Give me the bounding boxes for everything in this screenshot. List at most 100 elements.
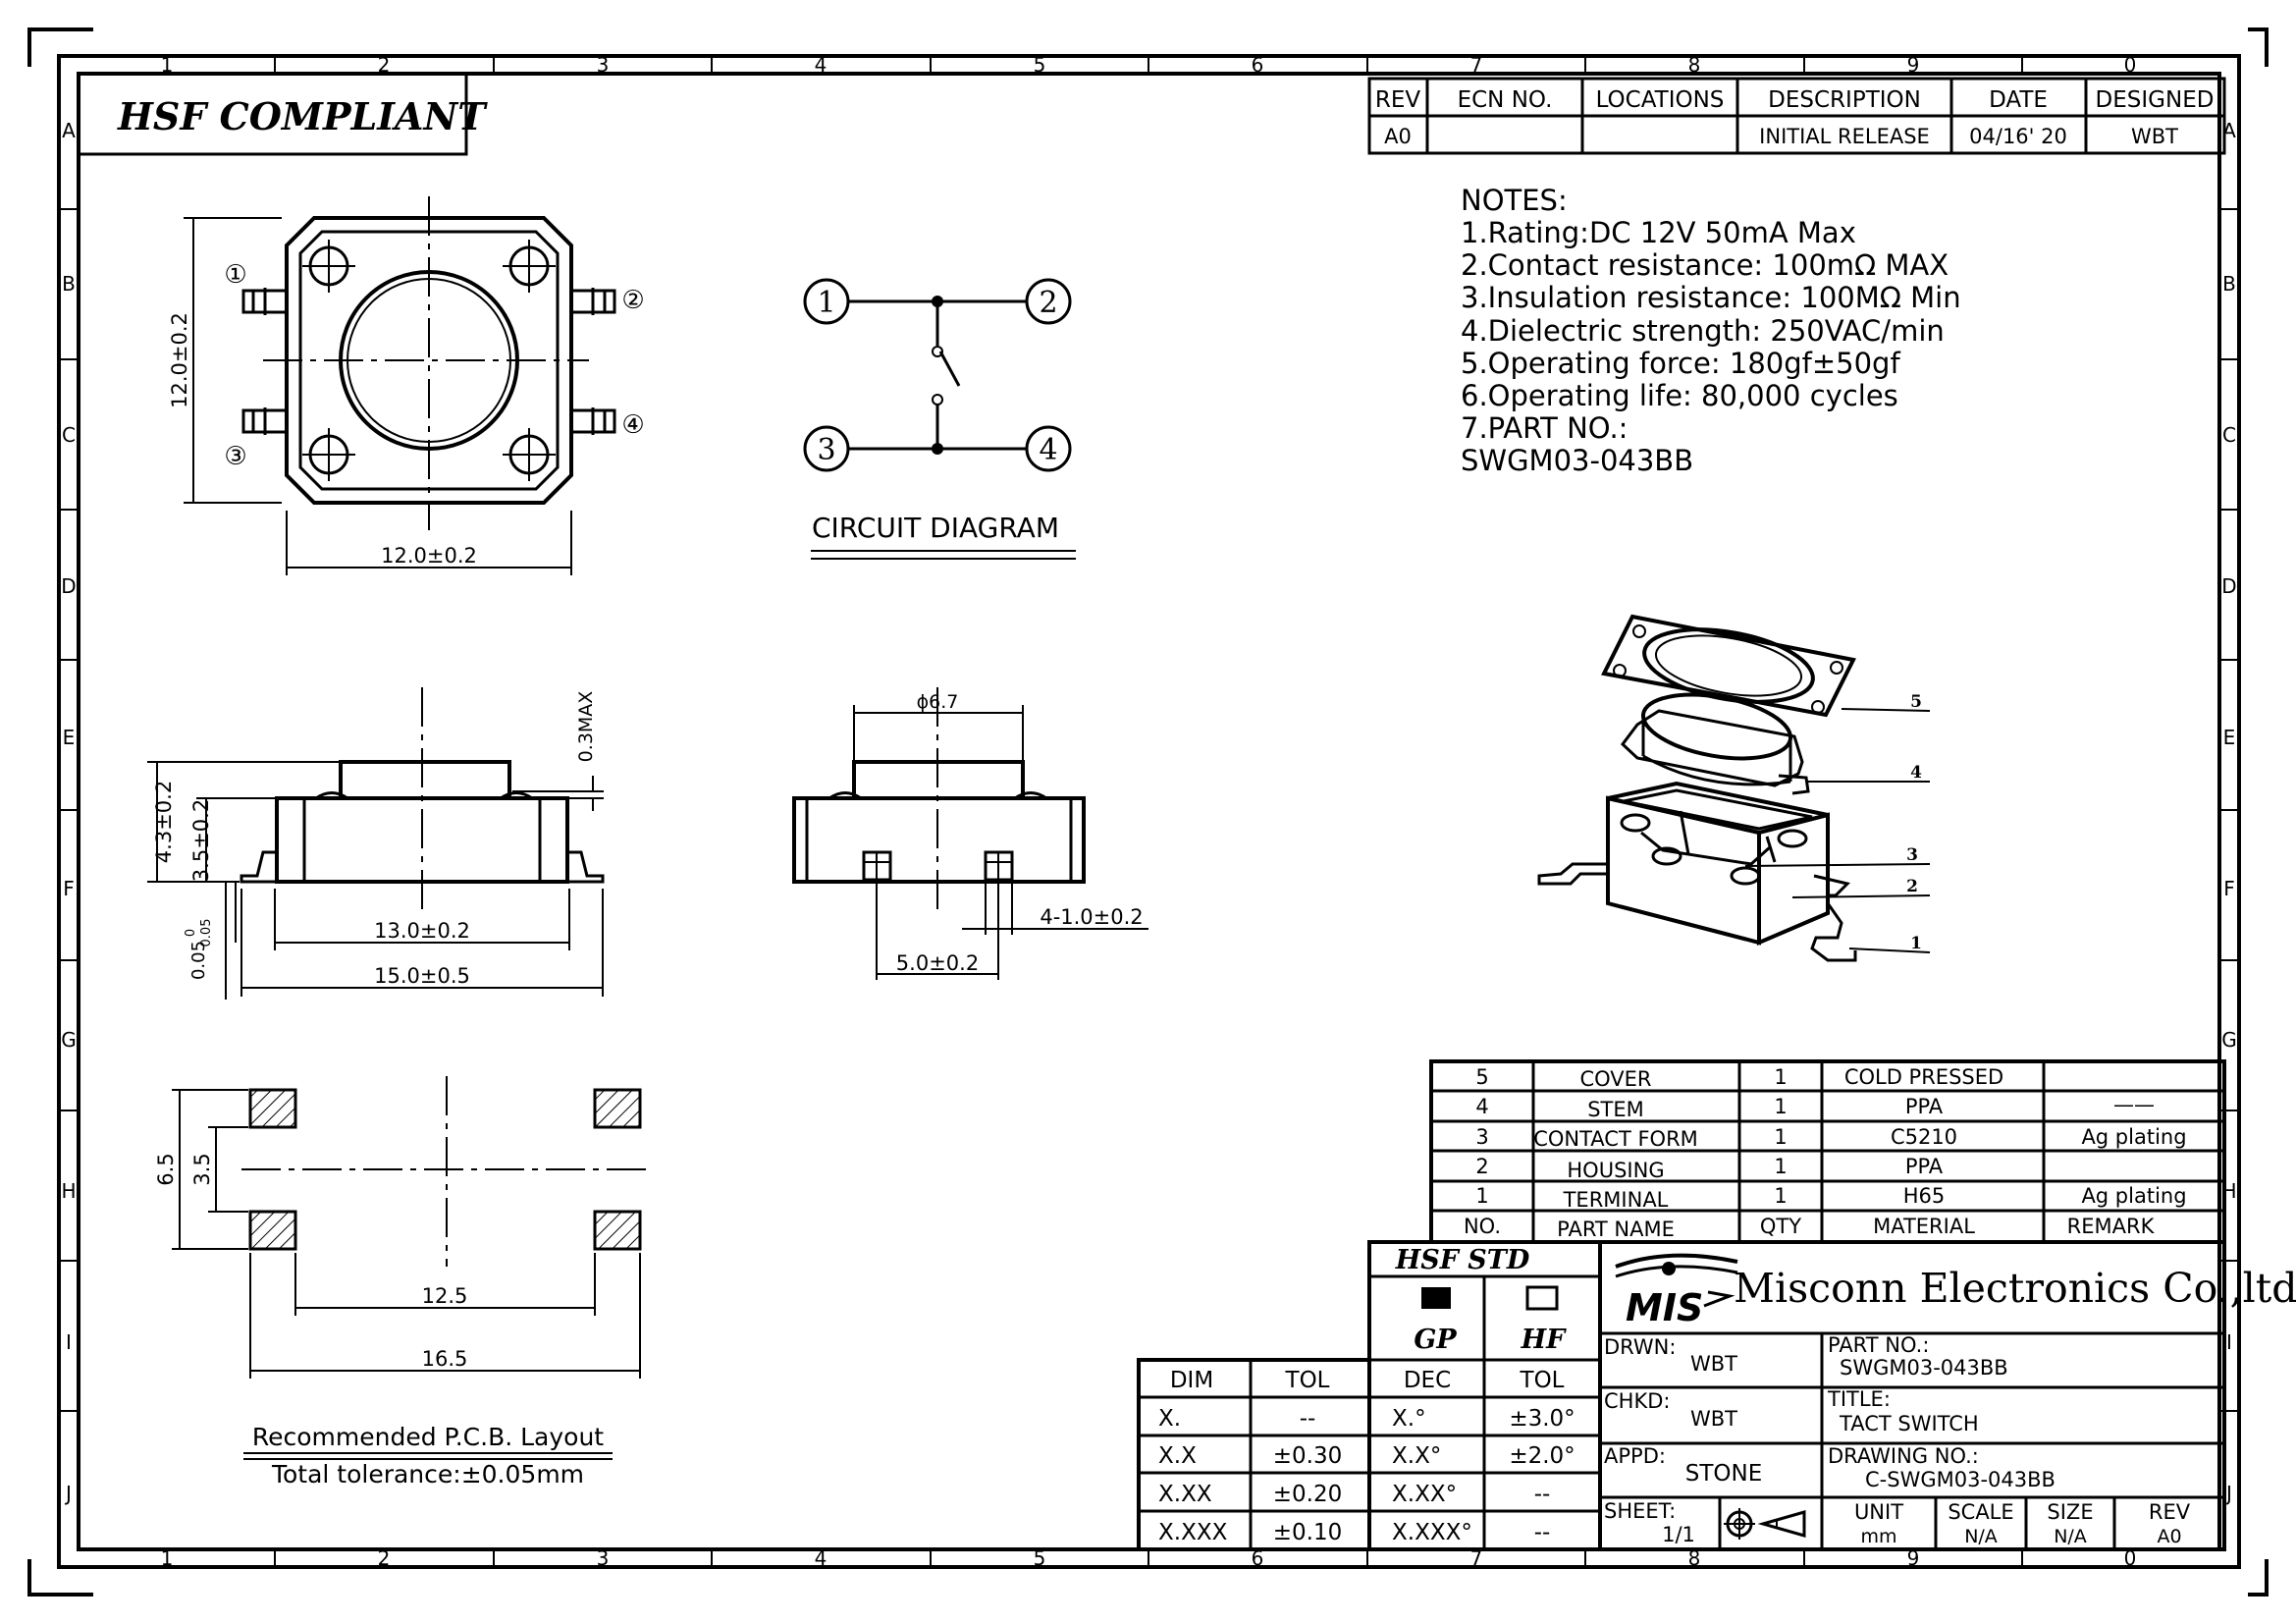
top-view-height-dim: 12.0±0.2 xyxy=(168,312,191,408)
drwn-value: WBT xyxy=(1690,1352,1737,1376)
zone-row-e-right: E xyxy=(2223,726,2236,749)
title-value: TACT SWITCH xyxy=(1839,1412,1979,1435)
zone-col-0: 0 xyxy=(2124,53,2137,77)
zone-row-h: H xyxy=(61,1179,76,1203)
zone-row-b-right: B xyxy=(2222,272,2236,296)
bom-row-4-remark: —— xyxy=(2113,1093,2155,1116)
zone-row-d: D xyxy=(61,574,76,598)
dec-tol-row-4: -- xyxy=(1534,1520,1551,1545)
bom-row-3-material: C5210 xyxy=(1891,1125,1957,1149)
bom-row-4-qty: 1 xyxy=(1774,1095,1787,1118)
zone-row-j: J xyxy=(64,1482,72,1505)
circuit-pin-2: 2 xyxy=(1039,286,1057,320)
bom-table: 5 COVER 1 COLD PRESSED 4 STEM 1 PPA —— 3… xyxy=(1429,1059,2226,1244)
bom-row-1-qty: 1 xyxy=(1774,1184,1787,1208)
bom-row-2-qty: 1 xyxy=(1774,1155,1787,1178)
zone-row-i-right: I xyxy=(2226,1330,2232,1354)
dim-row-1: X. xyxy=(1158,1406,1181,1432)
end-view: ϕ6.7 5.0±0.2 4-1.0±0.2 xyxy=(792,687,1148,980)
zone-col-2: 2 xyxy=(378,53,391,77)
circuit-pin-4: 4 xyxy=(1039,433,1057,467)
zone-col-8-bottom: 8 xyxy=(1688,1546,1701,1570)
side-view: 13.0±0.2 15.0±0.5 4.3±0.2 3.5±0.2 0.05 0… xyxy=(147,687,605,1000)
appd-value: STONE xyxy=(1685,1461,1763,1487)
dec-row-1: X.° xyxy=(1392,1406,1426,1432)
chkd-value: WBT xyxy=(1690,1407,1737,1431)
zone-col-6-bottom: 6 xyxy=(1252,1546,1264,1570)
note-7-part-number: SWGM03-043BB xyxy=(1461,444,1693,477)
dim-header: DIM xyxy=(1170,1368,1213,1393)
bom-row-3-no: 3 xyxy=(1475,1125,1488,1149)
size-value: N/A xyxy=(2054,1526,2087,1547)
bom-header-material: MATERIAL xyxy=(1873,1215,1975,1238)
zone-row-e: E xyxy=(63,726,76,749)
hsf-std-table: HSF STD GP HF DEC TOL X.° ±3.0° X.X° ±2.… xyxy=(1367,1240,1602,1551)
circuit-diagram: 1 2 3 4 CIRCUIT DIAGRAM xyxy=(803,278,1076,560)
tol-row-3: ±0.20 xyxy=(1273,1482,1342,1507)
pcb-inner-height-dim: 3.5 xyxy=(190,1153,214,1185)
dec-tol-row-1: ±3.0° xyxy=(1509,1406,1575,1432)
dec-tol-row-3: -- xyxy=(1534,1482,1551,1507)
zone-col-0-bottom: 0 xyxy=(2124,1546,2137,1570)
company-name: Misconn Electronics Co.,ltd. xyxy=(1734,1265,2296,1312)
pcb-outer-width-dim: 16.5 xyxy=(422,1347,468,1371)
drawing-no-value: C-SWGM03-043BB xyxy=(1865,1468,2056,1491)
zone-col-1-bottom: 1 xyxy=(161,1546,174,1570)
rev-header-locations: LOCATIONS xyxy=(1596,87,1725,113)
zone-col-7-bottom: 7 xyxy=(1470,1546,1483,1570)
zone-col-5-bottom: 5 xyxy=(1034,1546,1046,1570)
sheet-value: 1/1 xyxy=(1662,1523,1695,1546)
unit-label: UNIT xyxy=(1854,1500,1903,1524)
bom-row-5-no: 5 xyxy=(1475,1065,1488,1089)
zone-col-4-bottom: 4 xyxy=(815,1546,828,1570)
sheet-label: SHEET: xyxy=(1604,1499,1676,1523)
bom-row-3-qty: 1 xyxy=(1774,1125,1787,1149)
dec-header: DEC xyxy=(1404,1368,1451,1393)
dim-row-3: X.XX xyxy=(1158,1482,1212,1507)
dec-row-4: X.XXX° xyxy=(1392,1520,1472,1545)
rev-header-designed: DESIGNED xyxy=(2096,87,2215,113)
bom-header-no: NO. xyxy=(1464,1215,1501,1238)
note-3: 3.Insulation resistance: 100MΩ Min xyxy=(1461,281,1961,314)
dec-tol-row-2: ±2.0° xyxy=(1509,1443,1575,1469)
zone-col-9: 9 xyxy=(1907,53,1920,77)
side-view-body-width-dim: 13.0±0.2 xyxy=(374,919,470,943)
bom-row-2-material: PPA xyxy=(1905,1155,1944,1178)
scale-value: N/A xyxy=(1964,1526,1998,1547)
side-view-total-height-dim: 4.3±0.2 xyxy=(152,781,176,863)
bom-row-5-name: COVER xyxy=(1579,1067,1651,1091)
side-view-standoff-dim: 0.05 xyxy=(188,941,209,980)
bom-row-5-qty: 1 xyxy=(1774,1065,1787,1089)
bom-row-5-material: COLD PRESSED xyxy=(1844,1065,2003,1089)
tol-row-2: ±0.30 xyxy=(1273,1443,1342,1469)
revision-table: REV ECN NO. LOCATIONS DESCRIPTION DATE D… xyxy=(1367,77,2226,155)
zone-row-a: A xyxy=(62,119,76,142)
rev-cell-designed: WBT xyxy=(2131,125,2178,148)
zone-col-3-bottom: 3 xyxy=(597,1546,610,1570)
rev-cell-rev: A0 xyxy=(1384,125,1412,148)
hsf-std-hf: HF xyxy=(1521,1325,1568,1355)
zone-col-7: 7 xyxy=(1470,53,1483,77)
part-no-value: SWGM03-043BB xyxy=(1840,1356,2008,1380)
circuit-pin-1: 1 xyxy=(817,286,835,320)
dim-tolerance-table: DIM TOL X. -- X.X ±0.30 X.XX ±0.20 X.XXX… xyxy=(1137,1358,1371,1551)
dec-row-2: X.X° xyxy=(1392,1443,1441,1469)
callout-5: 5 xyxy=(1910,692,1922,712)
side-view-cap-dim: 0.3MAX xyxy=(575,691,597,763)
company-logo: MIS xyxy=(1615,1253,1738,1329)
notes: NOTES: 1.Rating:DC 12V 50mA Max 2.Contac… xyxy=(1461,184,1961,477)
top-view-pin-1: ① xyxy=(224,260,246,290)
zone-row-c: C xyxy=(62,423,76,447)
title-label: TITLE: xyxy=(1827,1387,1891,1411)
scale-label: SCALE xyxy=(1948,1500,2013,1524)
housing-part xyxy=(1537,781,1857,962)
bom-row-4-no: 4 xyxy=(1475,1095,1488,1118)
bom-row-1-name: TERMINAL xyxy=(1563,1188,1669,1212)
zone-row-c-right: C xyxy=(2222,423,2236,447)
tol-row-4: ±0.10 xyxy=(1273,1520,1342,1545)
zone-col-3: 3 xyxy=(597,53,610,77)
title-block: MIS Misconn Electronics Co.,ltd. DRWN: W… xyxy=(1598,1240,2296,1551)
zone-row-j-right: J xyxy=(2224,1482,2232,1505)
drawing-no-label: DRAWING NO.: xyxy=(1828,1444,1979,1468)
stem-part xyxy=(1620,692,1810,795)
